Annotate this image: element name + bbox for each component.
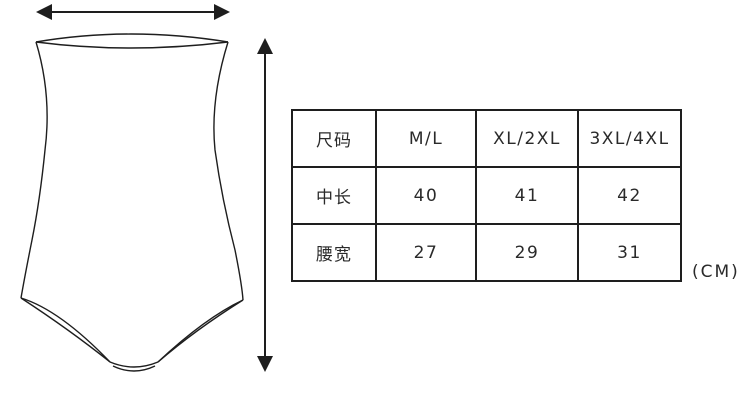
table-row: 腰宽 27 29 31 — [291, 223, 682, 282]
unit-label: (CM) — [692, 262, 740, 282]
size-table: 尺码 M/L XL/2XL 3XL/4XL 中长 40 41 42 腰宽 27 … — [291, 109, 682, 282]
table-cell: 31 — [577, 223, 682, 282]
table-cell: 40 — [375, 166, 477, 225]
row-label-waist: 腰宽 — [291, 223, 377, 282]
table-cell: 42 — [577, 166, 682, 225]
header-cell-size: 尺码 — [291, 109, 377, 168]
table-header-row: 尺码 M/L XL/2XL 3XL/4XL — [291, 109, 682, 168]
row-label-length: 中长 — [291, 166, 377, 225]
header-cell-xl2xl: XL/2XL — [475, 109, 579, 168]
garment-diagram — [20, 4, 273, 372]
table-row: 中长 40 41 42 — [291, 166, 682, 225]
table-cell: 29 — [475, 223, 579, 282]
table-cell: 27 — [375, 223, 477, 282]
table-cell: 41 — [475, 166, 579, 225]
header-cell-3xl4xl: 3XL/4XL — [577, 109, 682, 168]
garment-outline-icon — [20, 33, 244, 372]
header-cell-ml: M/L — [375, 109, 477, 168]
